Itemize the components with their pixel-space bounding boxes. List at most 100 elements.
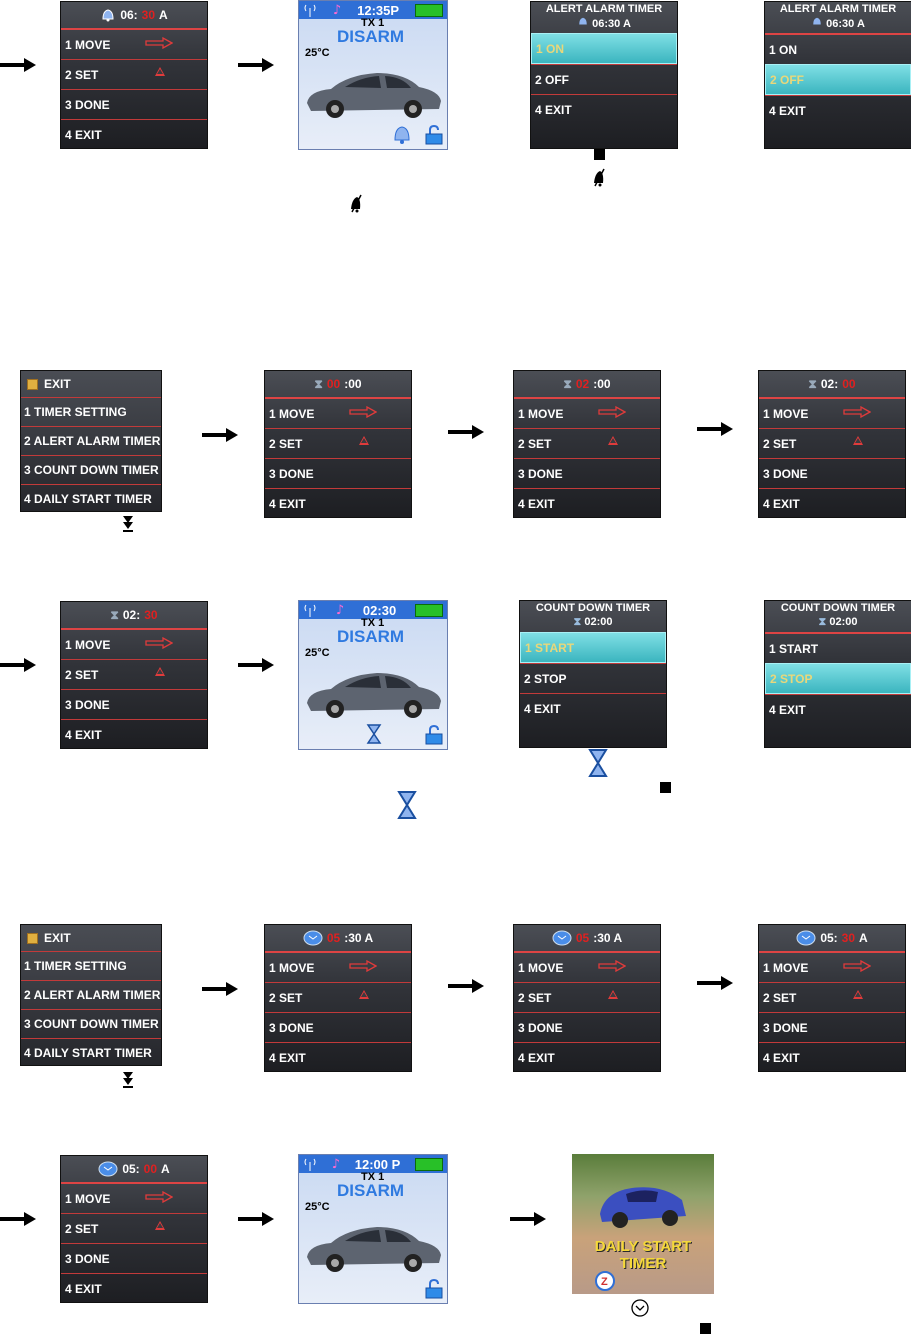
arm-status: DISARM <box>337 627 405 646</box>
menu-item-label: 2 SET <box>518 990 552 1005</box>
transmitter-label: TX 1 <box>361 617 385 629</box>
menu-item-exit[interactable]: 4 EXIT <box>765 694 911 724</box>
screen-header: ⧗02:30 <box>61 602 207 628</box>
clock-icon <box>98 1161 118 1177</box>
menu-item-done[interactable]: 3 DONE <box>265 458 411 488</box>
menu-item-set[interactable]: 2 SET <box>514 428 660 458</box>
time-editing: 05 <box>575 931 590 945</box>
arrow-outline-icon <box>145 637 173 649</box>
menu-item-done[interactable]: 3 DONE <box>61 689 207 719</box>
list-item[interactable]: 1 TIMER SETTING <box>21 397 161 426</box>
list-item[interactable]: 2 ALERT ALARM TIMER <box>21 980 161 1009</box>
menu-item-done[interactable]: 3 DONE <box>61 89 207 119</box>
list-item[interactable]: 4 DAILY START TIMER <box>21 484 161 511</box>
menu-item-move[interactable]: 1 MOVE <box>61 1182 207 1213</box>
menu-item-exit[interactable]: 4 EXIT <box>759 488 905 517</box>
time-ampm: A <box>859 931 868 945</box>
double-down-icon <box>123 1072 133 1088</box>
list-item[interactable]: 1 TIMER SETTING <box>21 951 161 980</box>
menu-item-set[interactable]: 2 SET <box>61 659 207 689</box>
daily-set-screen-1: 05:30 A 1 MOVE 2 SET 3 DONE 4 EXIT <box>264 924 412 1072</box>
menu-item-exit[interactable]: 4 EXIT <box>265 1042 411 1071</box>
unlock-icon <box>425 725 443 745</box>
menu-item-label: 1 MOVE <box>65 637 111 652</box>
menu-item-exit[interactable]: 4 EXIT <box>531 94 677 124</box>
menu-title: COUNT DOWN TIMER ⧗ 02:00 <box>765 601 911 632</box>
arrow-outline-icon <box>145 1191 173 1203</box>
menu-item-set[interactable]: 2 SET <box>61 1213 207 1243</box>
menu-item-move[interactable]: 1 MOVE <box>759 951 905 982</box>
menu-item-stop[interactable]: 2 STOP <box>520 663 666 693</box>
menu-item-set[interactable]: 2 SET <box>759 428 905 458</box>
arrow-right-icon <box>697 422 733 436</box>
menu-item-exit[interactable]: 4 EXIT <box>514 488 660 517</box>
menu-item-exit[interactable]: 4 EXIT <box>61 719 207 748</box>
menu-item-label: 1 MOVE <box>65 37 111 52</box>
menu-item-start[interactable]: 1 START <box>520 632 666 663</box>
menu-item-done[interactable]: 3 DONE <box>759 458 905 488</box>
arrow-right-icon <box>202 428 238 442</box>
menu-item-start[interactable]: 1 START <box>765 632 911 663</box>
menu-item-exit[interactable]: 4 EXIT <box>514 1042 660 1071</box>
bell-off-icon <box>351 194 362 213</box>
clock-icon <box>796 930 816 946</box>
time-rest: :00 <box>593 377 611 391</box>
menu-item-move[interactable]: 1 MOVE <box>61 28 207 59</box>
time-rest: 05: <box>122 1162 140 1176</box>
menu-item-move[interactable]: 1 MOVE <box>265 951 411 982</box>
menu-item-exit[interactable]: 4 EXIT <box>61 119 207 148</box>
status-bar: ♪ 02:30 <box>299 601 447 619</box>
menu-item-on[interactable]: 1 ON <box>531 33 677 64</box>
menu-title-text: ALERT ALARM TIMER <box>545 3 663 15</box>
menu-item-label: 4 EXIT <box>518 1050 555 1065</box>
menu-item-label: 3 DONE <box>763 466 808 481</box>
menu-item-label: 4 EXIT <box>769 702 806 717</box>
timer-list-screen: EXIT 1 TIMER SETTING 2 ALERT ALARM TIMER… <box>20 924 162 1066</box>
menu-item-done[interactable]: 3 DONE <box>759 1012 905 1042</box>
menu-item-set[interactable]: 2 SET <box>514 982 660 1012</box>
screen-header: 05:00 A <box>61 1156 207 1182</box>
menu-item-exit[interactable]: 4 EXIT <box>265 488 411 517</box>
menu-item-stop[interactable]: 2 STOP <box>765 663 911 694</box>
arrow-right-icon <box>448 425 484 439</box>
list-item[interactable]: 3 COUNT DOWN TIMER <box>21 455 161 484</box>
menu-item-move[interactable]: 1 MOVE <box>514 951 660 982</box>
menu-item-exit[interactable]: 4 EXIT <box>520 693 666 723</box>
list-item[interactable]: 2 ALERT ALARM TIMER <box>21 426 161 455</box>
menu-item-done[interactable]: 3 DONE <box>61 1243 207 1273</box>
menu-item-label: 4 EXIT <box>65 727 102 742</box>
main-display-screen: ♪ 12:00 P TX 1 DISARM 25°C <box>298 1154 448 1304</box>
menu-item-exit[interactable]: 4 EXIT <box>61 1273 207 1302</box>
arrow-right-icon <box>0 1212 36 1226</box>
arrow-right-icon <box>448 979 484 993</box>
main-display-screen: ♪ 12:35P TX 1 DISARM 25°C <box>298 0 448 150</box>
menu-item-off[interactable]: 2 OFF <box>765 64 911 95</box>
menu-item-move[interactable]: 1 MOVE <box>61 628 207 659</box>
bell-off-icon <box>594 168 605 187</box>
menu-item-set[interactable]: 2 SET <box>61 59 207 89</box>
menu-item-on[interactable]: 1 ON <box>765 33 911 64</box>
menu-item-label: 2 STOP <box>524 671 567 686</box>
menu-item-done[interactable]: 3 DONE <box>514 1012 660 1042</box>
menu-title-text: COUNT DOWN TIMER <box>535 602 651 614</box>
time-editing: 05 <box>326 931 341 945</box>
menu-item-move[interactable]: 1 MOVE <box>759 397 905 428</box>
screen-header: ⧗02:00 <box>514 371 660 397</box>
menu-item-set[interactable]: 2 SET <box>759 982 905 1012</box>
menu-item-set[interactable]: 2 SET <box>265 982 411 1012</box>
transmitter-label: TX 1 <box>361 17 385 29</box>
menu-item-set[interactable]: 2 SET <box>265 428 411 458</box>
list-item[interactable]: 3 COUNT DOWN TIMER <box>21 1009 161 1038</box>
menu-item-exit[interactable]: 4 EXIT <box>765 95 911 125</box>
menu-item-exit[interactable]: 4 EXIT <box>759 1042 905 1071</box>
list-item[interactable]: 4 DAILY START TIMER <box>21 1038 161 1065</box>
arrow-right-icon <box>238 658 274 672</box>
menu-item-done[interactable]: 3 DONE <box>265 1012 411 1042</box>
menu-item-move[interactable]: 1 MOVE <box>514 397 660 428</box>
menu-title-text: ALERT ALARM TIMER <box>779 3 897 15</box>
status-bar: ♪ 12:00 P <box>299 1155 447 1173</box>
menu-item-move[interactable]: 1 MOVE <box>265 397 411 428</box>
menu-item-done[interactable]: 3 DONE <box>514 458 660 488</box>
exit-square-icon <box>27 932 38 944</box>
menu-item-off[interactable]: 2 OFF <box>531 64 677 94</box>
